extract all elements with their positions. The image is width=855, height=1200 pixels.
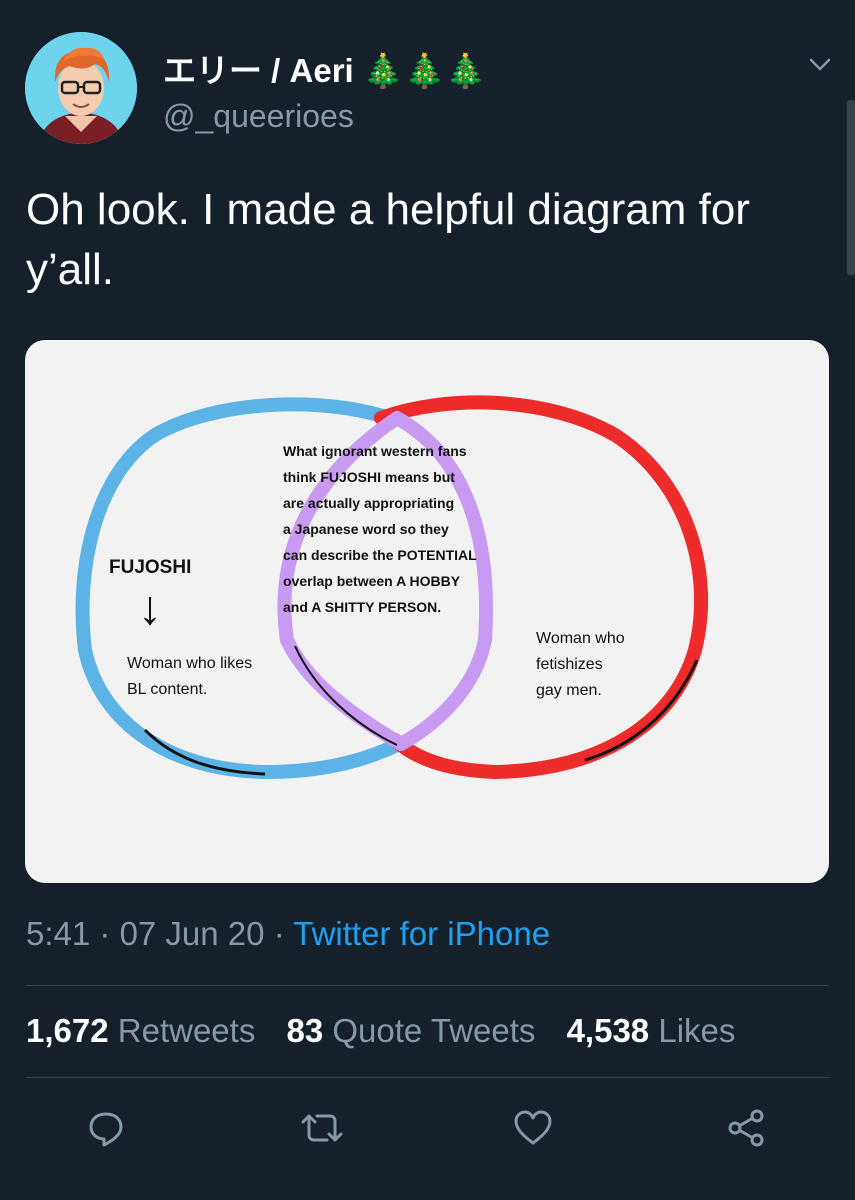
retweets-stat[interactable]: 1,672 Retweets (26, 1012, 255, 1049)
quotes-count: 83 (286, 1012, 324, 1049)
tweet-time: 5:41 (26, 915, 91, 952)
overlap-shape (277, 411, 493, 751)
likes-label: Likes (658, 1012, 736, 1049)
reply-icon[interactable] (78, 1100, 134, 1156)
meta-separator: · (264, 915, 294, 952)
avatar-illustration (25, 32, 137, 144)
venn-diagram (75, 395, 708, 780)
left-circle (75, 397, 404, 780)
user-handle[interactable]: @_queerioes (163, 98, 354, 134)
tweet-meta: 5:41 · 07 Jun 20 · Twitter for iPhone (26, 915, 550, 953)
tweet-source-link[interactable]: Twitter for iPhone (293, 915, 551, 952)
right-circle (374, 395, 708, 780)
tweet-stats: 1,672 Retweets 83 Quote Tweets 4,538 Lik… (26, 1012, 735, 1050)
scrollbar[interactable] (847, 100, 855, 275)
divider (26, 985, 829, 986)
retweets-count: 1,672 (26, 1012, 109, 1049)
right-circle-text: Woman who fetishizes gay men. (536, 630, 625, 699)
tweet-image[interactable]: FUJOSHI ↓ Woman who likes BL content. Wh… (25, 340, 829, 883)
display-name[interactable]: エリー / Aeri 🎄🎄🎄 (163, 52, 487, 89)
divider (26, 1077, 829, 1078)
chevron-down-icon[interactable] (800, 50, 840, 80)
tweet-text: Oh look. I made a helpful diagram for y’… (26, 185, 750, 294)
likes-count: 4,538 (566, 1012, 650, 1049)
retweet-icon[interactable] (294, 1100, 350, 1156)
down-arrow-icon: ↓ (138, 582, 162, 635)
quotes-stat[interactable]: 83 Quote Tweets (287, 1012, 536, 1049)
retweets-label: Retweets (117, 1012, 256, 1049)
like-icon[interactable] (505, 1100, 561, 1156)
left-circle-text: Woman who likes BL content. (127, 655, 253, 698)
share-icon[interactable] (718, 1100, 774, 1156)
likes-stat[interactable]: 4,538 Likes (567, 1012, 736, 1049)
overlap-text: What ignorant western fans think FUJOSHI… (283, 443, 477, 615)
meta-separator: · (90, 915, 120, 952)
avatar[interactable] (25, 32, 137, 144)
quotes-label: Quote Tweets (332, 1012, 536, 1049)
tweet-date: 07 Jun 20 (119, 915, 265, 952)
fujoshi-label: FUJOSHI (109, 557, 192, 578)
